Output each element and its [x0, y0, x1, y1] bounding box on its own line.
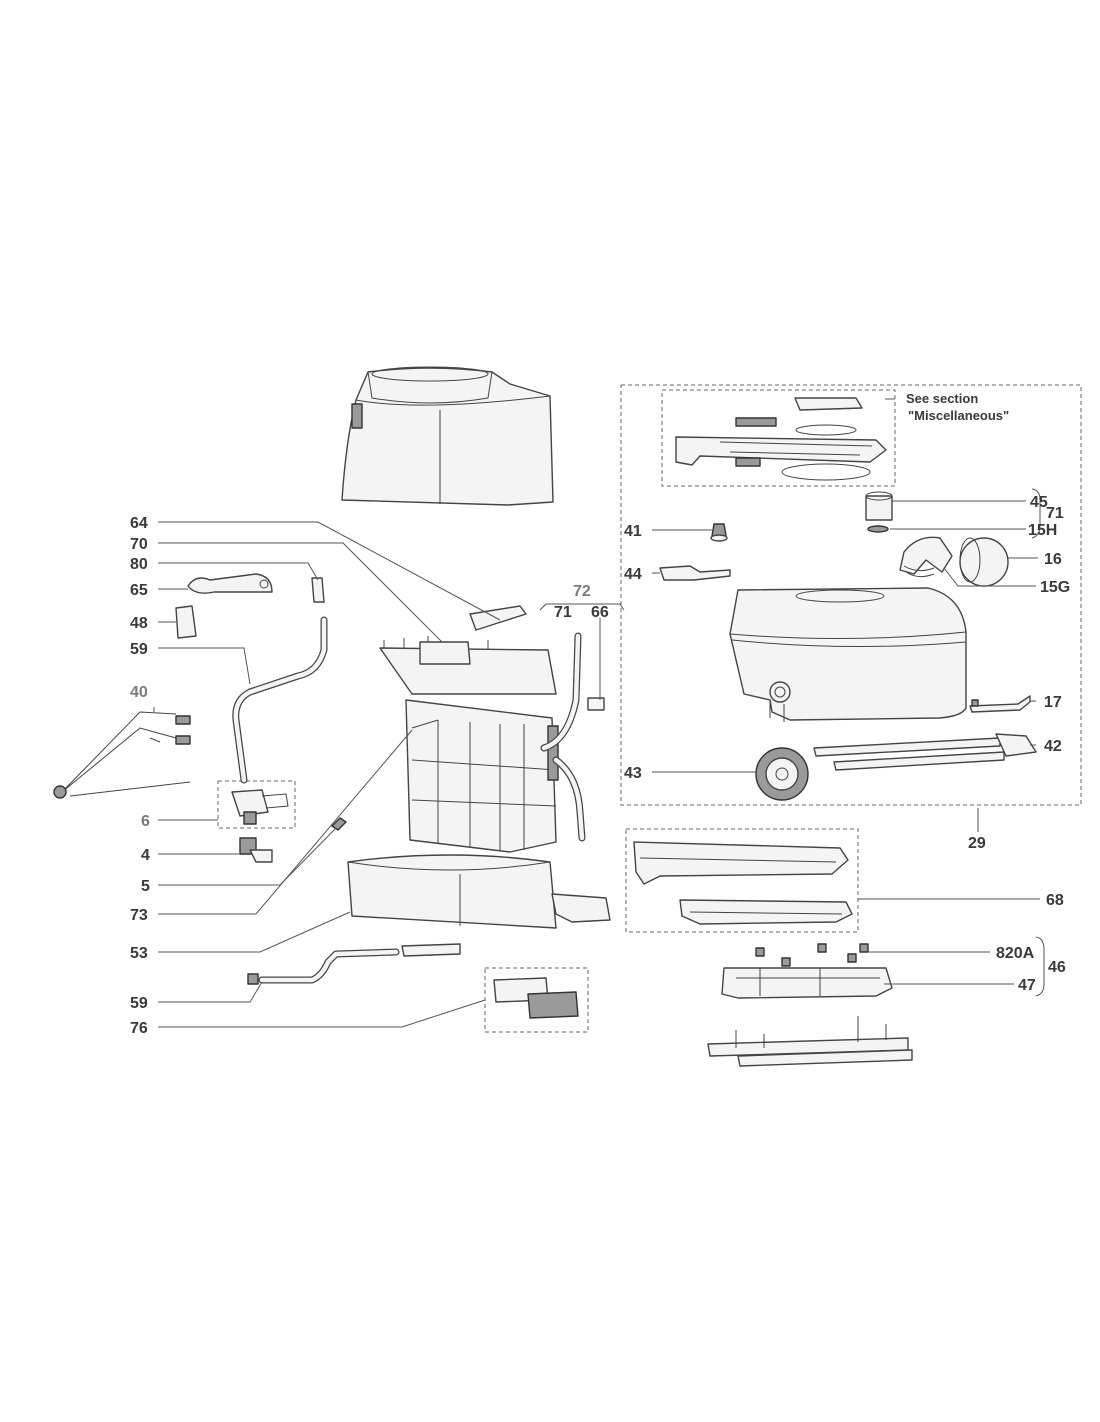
- bottom-rails: [707, 1016, 913, 1067]
- part-5: [331, 817, 347, 831]
- label-64: 64: [130, 515, 148, 532]
- part-59-upper-hose: [232, 616, 328, 784]
- group-box-68: [625, 828, 859, 933]
- label-66: 66: [591, 604, 609, 621]
- label-42: 42: [1044, 738, 1062, 755]
- part-53-base: [347, 854, 611, 929]
- note-miscellaneous: "Miscellaneous": [908, 408, 1009, 423]
- label-47: 47: [1018, 977, 1036, 994]
- part-42-tubes: [813, 733, 1037, 771]
- part-44: [659, 565, 731, 581]
- label-4: 4: [141, 847, 150, 864]
- label-73: 73: [130, 907, 148, 924]
- part-66: [587, 697, 605, 711]
- part-68-skirts: [633, 841, 853, 925]
- top-cover-part: [341, 366, 554, 506]
- part-65: [187, 573, 273, 594]
- note-see-section: See section: [906, 391, 978, 406]
- label-15g: 15G: [1040, 579, 1070, 596]
- part-4-fitting: [239, 837, 273, 863]
- part-48: [175, 605, 197, 639]
- label-46: 46: [1048, 959, 1066, 976]
- label-59-upper: 59: [130, 641, 148, 658]
- label-17: 17: [1044, 694, 1062, 711]
- label-15h: 15H: [1028, 522, 1057, 539]
- label-72: 72: [573, 583, 591, 600]
- label-16: 16: [1044, 551, 1062, 568]
- part-41: [710, 523, 728, 542]
- label-68: 68: [1046, 892, 1064, 909]
- part-15h: [867, 525, 889, 533]
- label-29: 29: [968, 835, 986, 852]
- part-40-harness: [53, 711, 191, 799]
- label-44: 44: [624, 566, 642, 583]
- miscellaneous-seat-assembly: [675, 397, 887, 481]
- label-71-right: 71: [1046, 505, 1064, 522]
- leader-lines: [153, 398, 1045, 1028]
- part-64: [469, 605, 527, 631]
- label-45: 45: [1030, 494, 1048, 511]
- label-48: 48: [130, 615, 148, 632]
- main-frame-part: [379, 632, 586, 853]
- part-15g-elbow: [899, 536, 953, 578]
- water-tank-part: [729, 587, 967, 722]
- group-box-29: [620, 384, 1082, 806]
- group-box-miscellaneous: [661, 389, 896, 487]
- label-59-lower: 59: [130, 995, 148, 1012]
- label-5: 5: [141, 878, 150, 895]
- label-43: 43: [624, 765, 642, 782]
- part-16-cap: [959, 537, 1009, 587]
- part-43-gear: [755, 747, 809, 801]
- part-820a-nuts: [755, 943, 869, 967]
- label-65: 65: [130, 582, 148, 599]
- part-47-bracket: [721, 967, 893, 999]
- label-71-center: 71: [554, 604, 572, 621]
- label-53: 53: [130, 945, 148, 962]
- label-76: 76: [130, 1020, 148, 1037]
- part-45: [865, 491, 893, 521]
- label-6: 6: [141, 813, 150, 830]
- label-80: 80: [130, 556, 148, 573]
- label-40: 40: [130, 684, 148, 701]
- part-80: [311, 577, 325, 603]
- label-820a: 820A: [996, 945, 1035, 962]
- label-41: 41: [624, 523, 642, 540]
- part-59-lower-hose: [247, 943, 461, 985]
- part-6-valve: [231, 789, 289, 825]
- label-70: 70: [130, 536, 148, 553]
- part-76-blocks: [493, 977, 579, 1019]
- group-box-6: [217, 780, 296, 829]
- part-17: [969, 695, 1031, 713]
- part-70: [419, 641, 471, 665]
